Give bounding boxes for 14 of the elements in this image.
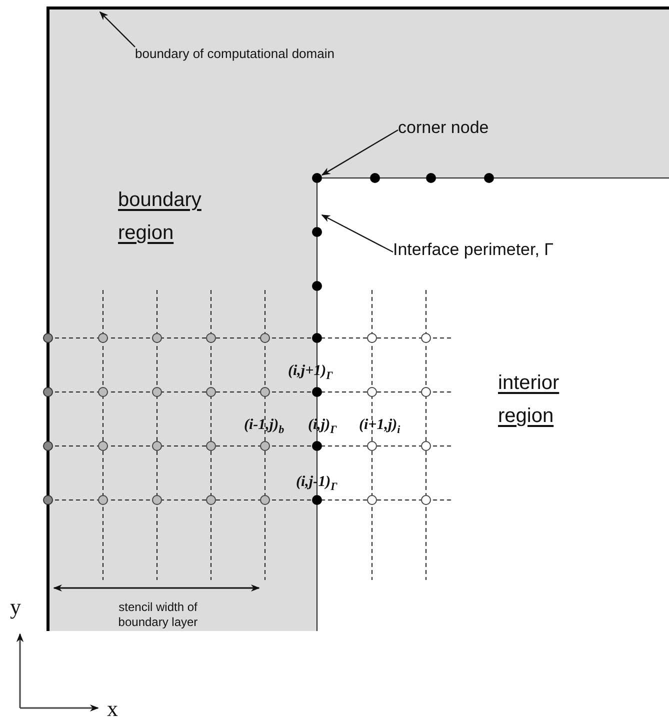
region-label: boundary region xyxy=(118,188,202,246)
region-label: interior region xyxy=(498,371,560,429)
axis-label: x xyxy=(107,698,118,717)
callout-text: corner node xyxy=(398,118,489,138)
leader-line xyxy=(321,214,394,253)
corner-node-dot xyxy=(312,173,322,183)
dimension-label: stencil width of boundary layer xyxy=(117,600,199,630)
node-index-label: (i-1,j)$_{b}$ xyxy=(244,417,284,436)
callout-text: Interface perimeter, Γ xyxy=(393,240,554,260)
axis-label: y xyxy=(10,596,21,618)
node-index-label: (i+1,j)$_{i}$ xyxy=(359,417,400,436)
leader-line xyxy=(99,11,136,48)
leader-line xyxy=(321,129,398,176)
callout-text: boundary of computational domain xyxy=(135,47,334,62)
